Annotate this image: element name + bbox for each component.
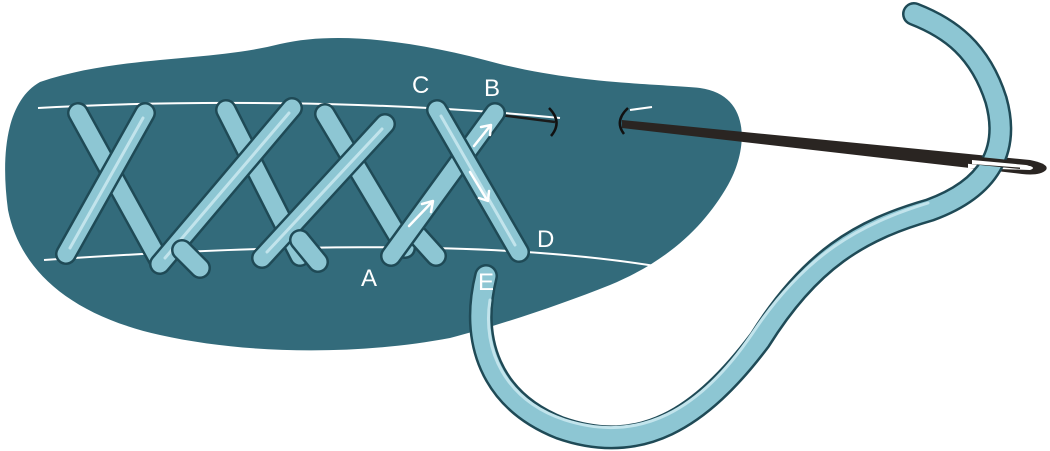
cross-stitch-3: [251, 103, 416, 273]
lower-guide-line: [43, 246, 656, 267]
hole-mark-right: [618, 107, 629, 135]
thread-to-hole: [499, 113, 556, 124]
cross-stitch-1: [55, 102, 170, 271]
label-b: B: [484, 75, 500, 102]
label-a: A: [361, 265, 377, 292]
direction-arrow-a-b-lower: [407, 199, 435, 228]
hole-mark-left: [548, 107, 558, 137]
direction-arrow-a-b-upper: [472, 123, 493, 148]
working-thread: [468, 2, 1013, 450]
cross-stitch-4: [380, 99, 530, 267]
label-e: E: [478, 269, 494, 296]
direction-arrow-c-d: [468, 170, 491, 203]
needle-tip-highlight: [629, 106, 653, 111]
label-d: D: [537, 226, 554, 253]
needle-eye-front: [972, 160, 1029, 168]
label-c: C: [412, 72, 429, 99]
